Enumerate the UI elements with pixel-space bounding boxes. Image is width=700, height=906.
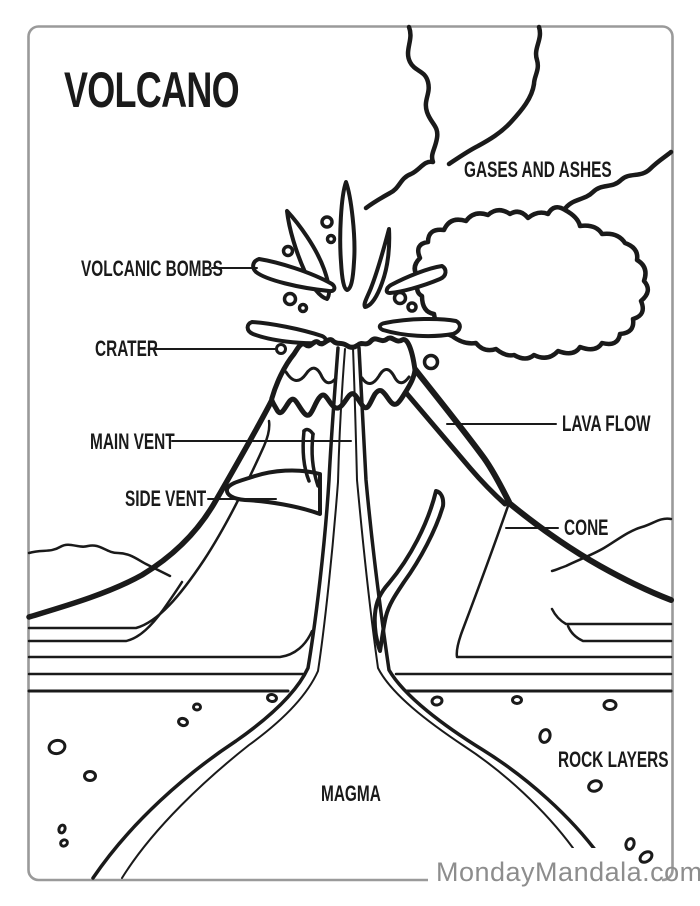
strata-line — [27, 629, 314, 659]
label-cone: CONE — [564, 516, 608, 540]
background-hills — [27, 517, 673, 578]
side-vents-group — [224, 427, 446, 653]
pebble — [638, 850, 654, 864]
label-lava-flow: LAVA FLOW — [562, 412, 651, 436]
label-gases-and-ashes: GASES AND ASHES — [464, 158, 612, 182]
smoke-plume-left-edge — [363, 24, 440, 211]
strata-line — [566, 624, 673, 643]
volcanic-bomb-right — [384, 264, 448, 295]
pebble — [430, 695, 444, 707]
cone-right-slope — [506, 500, 674, 603]
pebble — [511, 695, 523, 705]
pebble — [59, 838, 69, 848]
rock-pebbles-group — [47, 692, 618, 848]
lava-droplet — [325, 233, 337, 245]
labels-group: GASES AND ASHES VOLCANIC BOMBS CRATER MA… — [81, 158, 669, 806]
side-vent-right-branch — [372, 489, 446, 653]
pebble — [538, 728, 552, 744]
watermark-text: MondayMandala.com — [436, 857, 700, 887]
smoke-cloud-group — [363, 24, 674, 361]
side-vent-left-tube — [224, 468, 322, 516]
side-vent-riser-left-edge — [301, 429, 311, 483]
cone-base-skirt-right — [455, 504, 673, 659]
pebble — [266, 692, 278, 704]
main-vent-left-inner-wall — [121, 348, 346, 879]
eruption-group — [245, 180, 462, 371]
main-vent-group — [91, 346, 601, 880]
label-main-vent: MAIN VENT — [90, 430, 175, 454]
pebble — [587, 779, 603, 793]
lava-droplet — [282, 291, 298, 307]
smoke-cloud-lower-billow — [412, 205, 651, 361]
lava-droplet — [422, 353, 440, 371]
leader-crater-endpoint — [275, 343, 287, 355]
main-vent-left-outer-wall — [91, 346, 340, 880]
lava-droplet — [392, 290, 408, 306]
label-magma: MAGMA — [321, 782, 381, 806]
lava-droplet — [281, 244, 295, 258]
volcanic-bomb-upper-right — [362, 227, 392, 309]
lava-cap-texture-wave — [284, 366, 338, 385]
pebble — [57, 823, 67, 835]
lava-flow-outer-edge — [411, 365, 512, 505]
pebble — [602, 699, 618, 711]
pebble — [177, 716, 189, 728]
pebble — [624, 837, 636, 851]
pebble — [83, 770, 97, 782]
side-vent-riser-right-edge — [310, 432, 320, 488]
side-vent-riser-tip — [302, 427, 315, 436]
lava-flow-inner-edge — [399, 385, 508, 507]
page-frame-border — [27, 25, 674, 882]
strata-line — [550, 607, 673, 626]
label-side-vent: SIDE VENT — [125, 487, 207, 511]
pebble — [47, 738, 67, 756]
strata-line — [27, 580, 184, 643]
lava-droplet — [320, 215, 334, 229]
lava-cap-texture-wave — [360, 368, 411, 385]
rock-strata-group — [27, 419, 673, 693]
main-vent-right-inner-wall — [352, 347, 574, 849]
smoke-billow-top-right-edge — [561, 149, 674, 213]
hills-right-outline — [550, 517, 673, 573]
lava-droplet — [406, 301, 418, 313]
label-crater: CRATER — [95, 337, 158, 361]
smoke-plume-right-edge — [446, 24, 543, 167]
label-rock-layers: ROCK LAYERS — [558, 748, 669, 772]
label-volcanic-bombs: VOLCANIC BOMBS — [81, 257, 223, 281]
hills-left-outline — [27, 543, 172, 578]
page-title: VOLCANO — [64, 63, 239, 118]
watermark-box — [428, 848, 662, 886]
lava-droplet — [297, 302, 309, 314]
pebble — [192, 702, 202, 712]
volcanic-bomb-vertical — [338, 180, 357, 292]
main-vent-right-outer-wall — [357, 346, 601, 857]
volcanic-bomb-lower-right — [377, 316, 462, 339]
